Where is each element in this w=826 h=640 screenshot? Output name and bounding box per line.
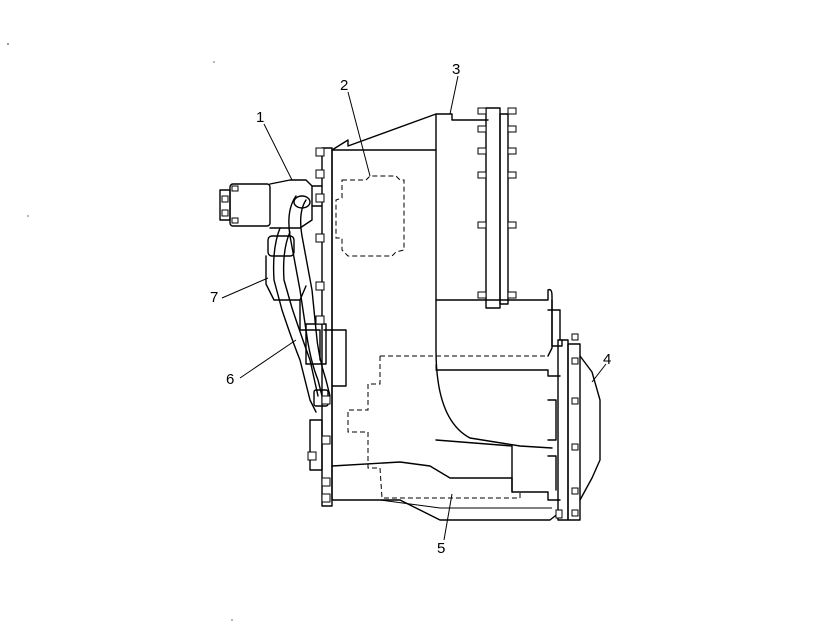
pump-assembly (219, 179, 323, 229)
callout-5: 5 (437, 540, 445, 557)
callout-1: 1 (256, 109, 264, 126)
top-flange-cover (477, 107, 517, 309)
flange-bolts (477, 107, 517, 299)
callout-3: 3 (452, 61, 460, 78)
callout-4: 4 (603, 351, 611, 368)
callout-labels: 1 2 3 4 5 6 7 (210, 61, 611, 557)
leader-lines (221, 75, 607, 541)
front-flange-bolts (315, 147, 331, 503)
hidden-control-valve (335, 175, 405, 257)
end-cover-bolts (555, 333, 579, 519)
scan-specks (7, 43, 233, 621)
callout-2: 2 (340, 77, 348, 94)
callout-6: 6 (226, 371, 234, 388)
hidden-internal-gearing (347, 355, 548, 499)
callout-7: 7 (210, 289, 218, 306)
end-cover (555, 333, 601, 521)
main-housing (321, 113, 563, 521)
hydraulic-lines (265, 195, 347, 487)
